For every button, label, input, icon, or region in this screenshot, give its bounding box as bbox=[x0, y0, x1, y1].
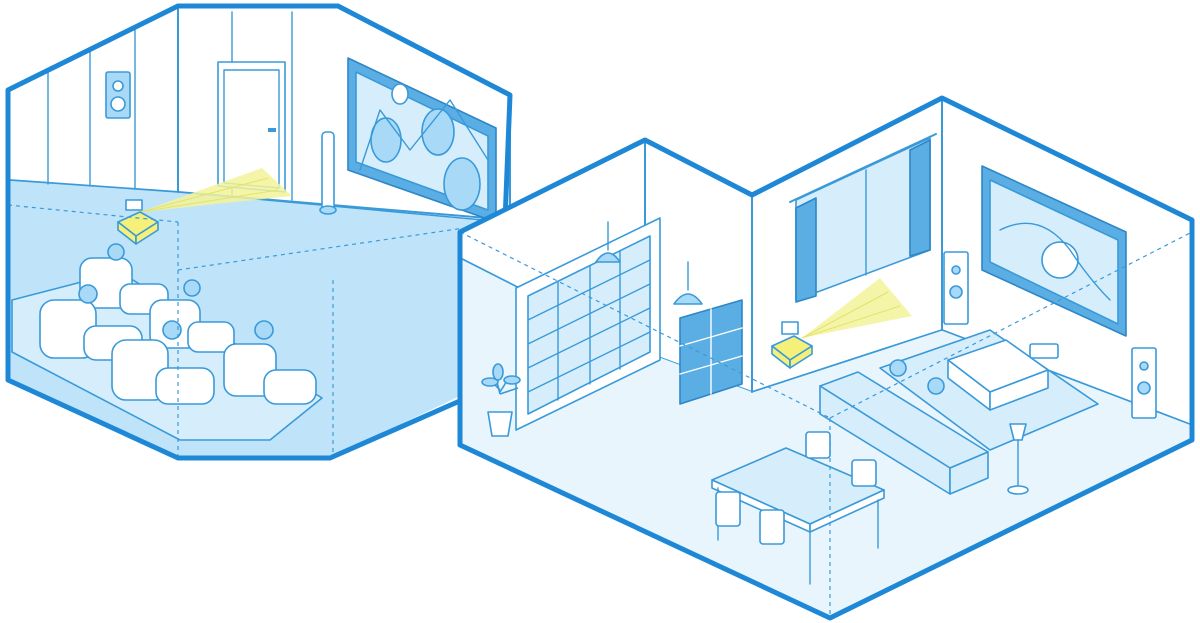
dining-table-icon bbox=[711, 447, 885, 585]
theater-floor-edge-left bbox=[7, 179, 179, 193]
cabinet-shelf bbox=[679, 299, 743, 405]
tower-speaker-icon bbox=[943, 251, 969, 325]
screen-icon bbox=[347, 57, 497, 223]
window-icon[interactable] bbox=[789, 133, 937, 303]
tower-speaker-icon bbox=[1131, 347, 1157, 419]
pendant-lamp-icon bbox=[673, 261, 703, 305]
door-handle-icon[interactable] bbox=[268, 128, 276, 132]
coffee-table bbox=[947, 339, 1049, 411]
plant-icon bbox=[481, 363, 521, 437]
pendant-lamp-icon bbox=[595, 221, 621, 263]
living-outline bbox=[457, 95, 1195, 621]
home-theater-room bbox=[5, 3, 513, 461]
projector-icon bbox=[771, 321, 813, 369]
theater-chair bbox=[223, 320, 317, 405]
theater-chair bbox=[111, 320, 215, 405]
theater-chair bbox=[39, 284, 143, 361]
floor-lamp-icon bbox=[1007, 423, 1029, 495]
living-floor-edge bbox=[751, 329, 943, 393]
projector-beam bbox=[801, 278, 912, 339]
dashed-guide bbox=[177, 221, 506, 271]
sofa-icon bbox=[819, 359, 989, 495]
speaker-icon bbox=[105, 71, 131, 119]
astronaut-image bbox=[1041, 241, 1079, 279]
theater-chair bbox=[149, 279, 235, 353]
dashed-guide bbox=[459, 231, 831, 419]
center-speaker-icon bbox=[1029, 343, 1059, 359]
dashed-guide bbox=[829, 231, 1193, 419]
projector-beam bbox=[139, 168, 292, 213]
projector-icon bbox=[117, 199, 159, 245]
tower-speaker-icon bbox=[319, 131, 337, 215]
dining-chairs bbox=[715, 431, 877, 545]
living-dining-room bbox=[457, 95, 1195, 621]
theater-seats bbox=[39, 243, 317, 405]
balloon-image bbox=[359, 83, 489, 211]
screen-icon bbox=[981, 165, 1127, 337]
